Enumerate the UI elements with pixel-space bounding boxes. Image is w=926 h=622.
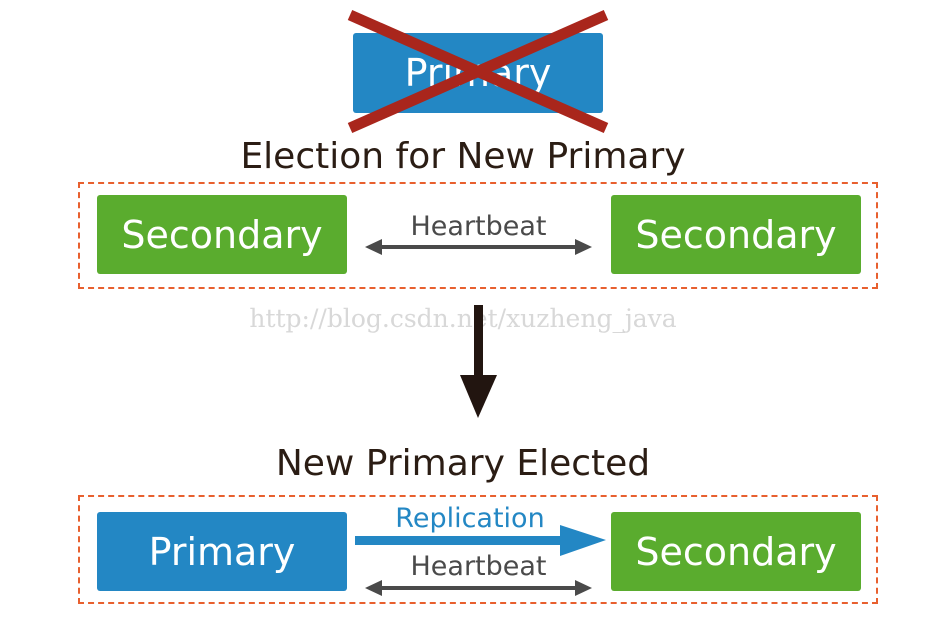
heartbeat-label-2: Heartbeat <box>410 551 547 582</box>
heartbeat-arrow-2 <box>365 580 592 596</box>
secondary-node-right: Secondary <box>611 195 861 274</box>
cross-icon <box>347 9 609 134</box>
down-arrow-icon <box>460 305 497 418</box>
watermark: http://blog.csdn.net/xuzheng_java <box>249 304 677 333</box>
result-group <box>78 495 878 604</box>
replication-arrow <box>355 525 606 556</box>
heartbeat-label: Heartbeat <box>410 211 547 242</box>
heartbeat-arrow <box>365 239 592 255</box>
new-primary-node: Primary <box>97 512 347 591</box>
elected-title: New Primary Elected <box>275 443 651 484</box>
election-group <box>78 182 878 289</box>
election-title: Election for New Primary <box>240 136 686 177</box>
secondary-node: Secondary <box>611 512 861 591</box>
replication-label: Replication <box>395 503 545 534</box>
secondary-node-left: Secondary <box>97 195 347 274</box>
